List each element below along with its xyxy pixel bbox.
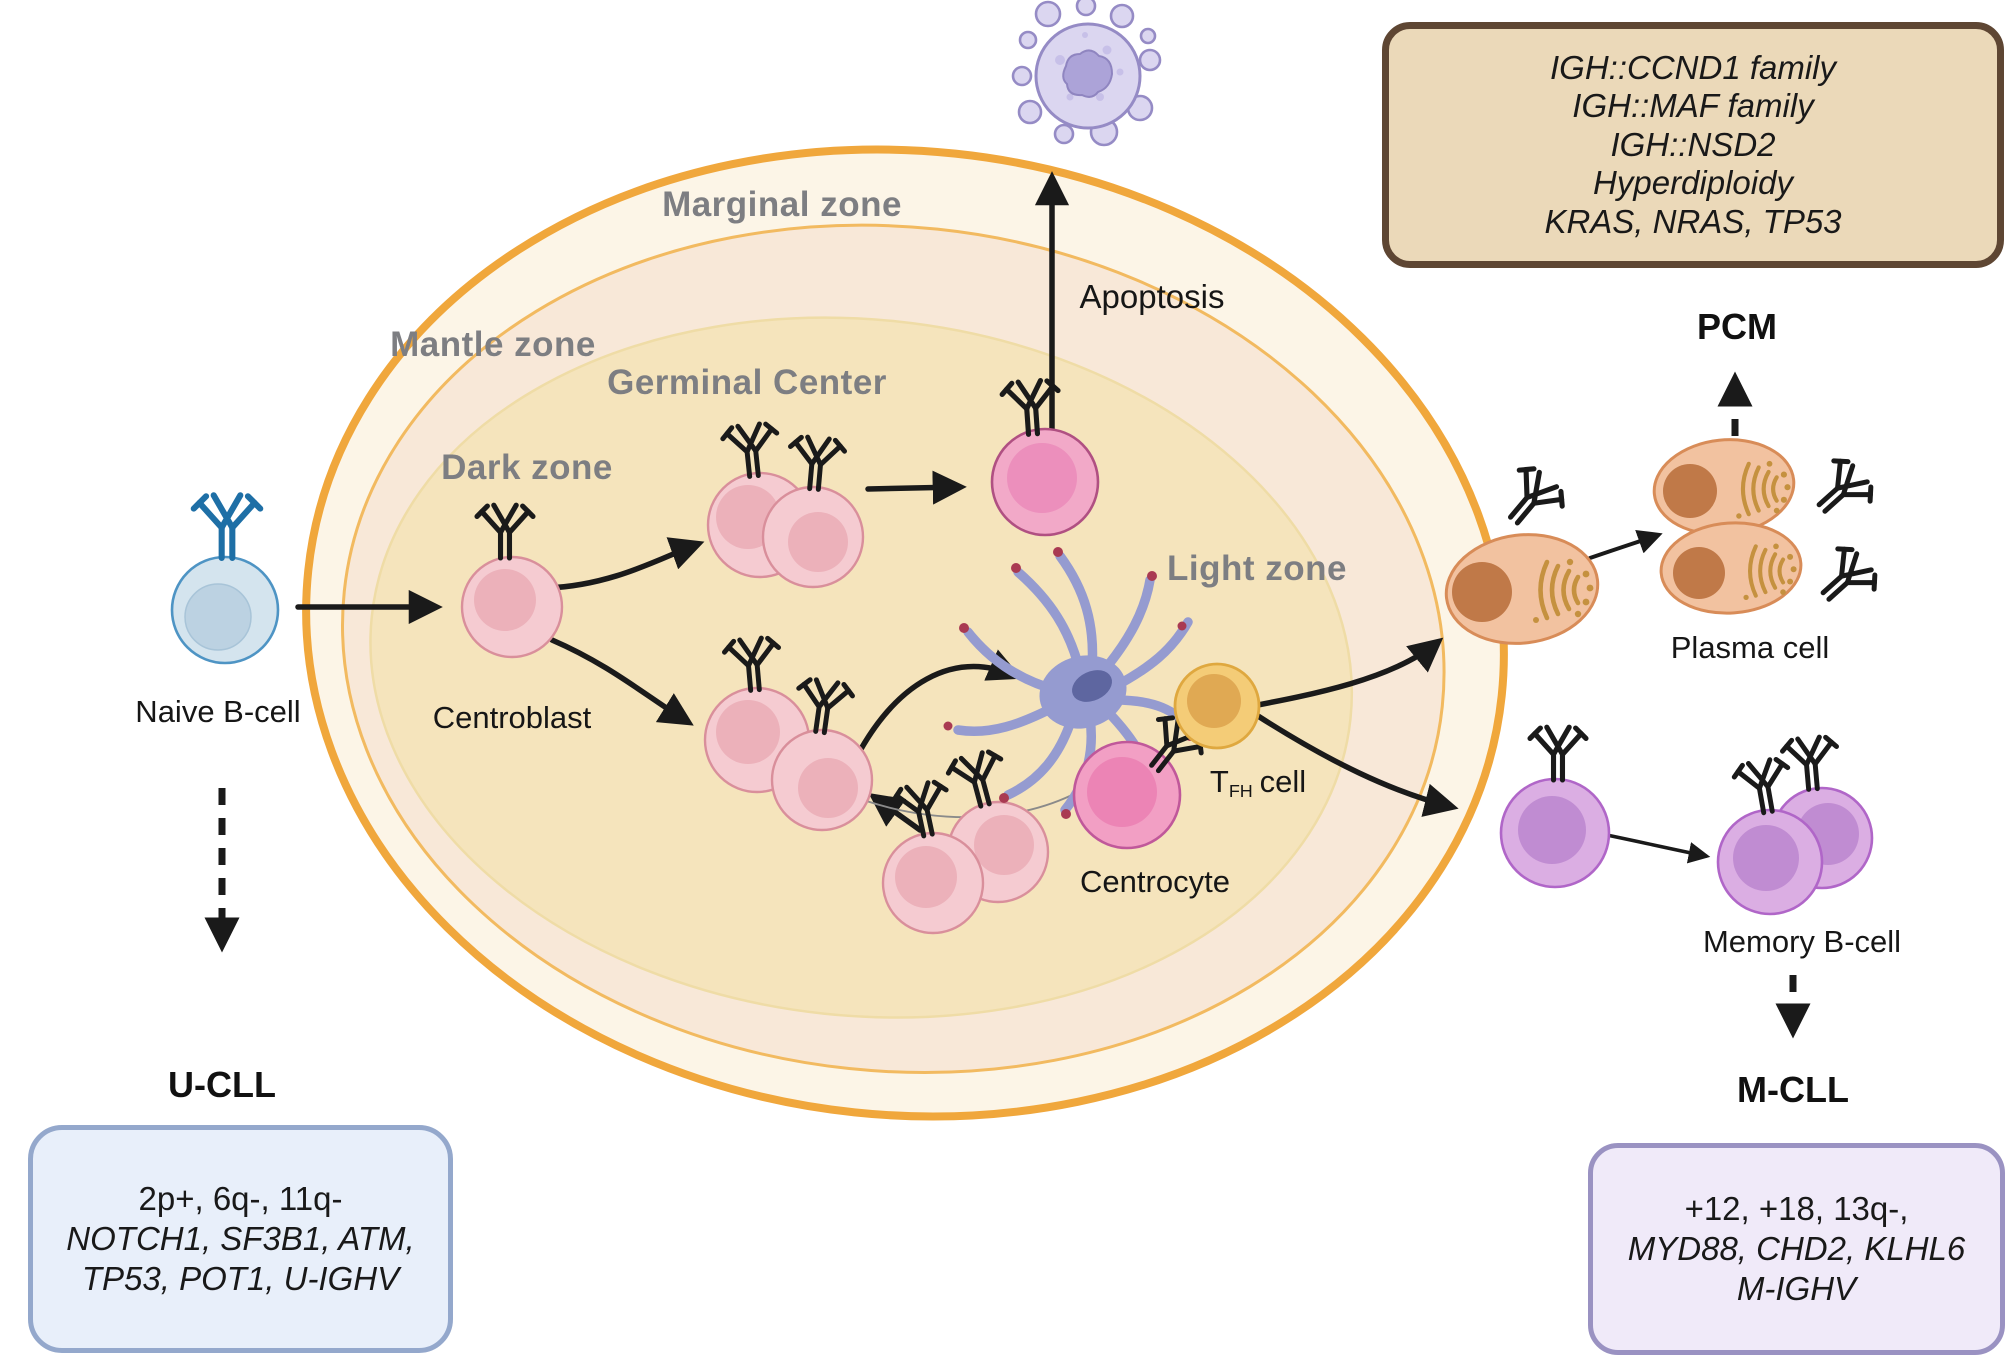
mutation-line: +12, +18, 13q-, <box>1684 1190 1909 1227</box>
tfh-cell <box>1173 662 1261 750</box>
arrow-plasmablast-to-plasma <box>1588 529 1663 560</box>
u-cll-mutations-box: 2p+, 6q-, 11q- NOTCH1, SF3B1, ATM, TP53,… <box>28 1125 453 1353</box>
fdc-nucleus <box>1072 670 1112 702</box>
arrow-recycle-pair <box>868 793 923 833</box>
naive-b-cell-label: Naive B-cell <box>135 694 301 729</box>
tfh-cell-label: TFH cell <box>1210 764 1306 802</box>
marginal-zone-label: Marginal zone <box>662 185 902 224</box>
centroblast-pair-lower <box>703 637 874 832</box>
plasma-cell-pair <box>1652 438 1882 618</box>
bcr-icon <box>194 495 261 558</box>
plasma-cell-label: Plasma cell <box>1670 630 1830 665</box>
apoptotic-nucleus <box>1062 49 1114 98</box>
tfh-label-sub: FH <box>1228 781 1253 802</box>
centrocyte-pair-bottom <box>881 749 1050 935</box>
memory-b-cell <box>1499 727 1611 889</box>
pcm-label: PCM <box>1697 306 1777 347</box>
mutation-line: NOTCH1, SF3B1, ATM, <box>66 1220 415 1257</box>
naive-b-cell <box>170 495 280 665</box>
arrow-pair-to-fdc <box>853 649 1023 761</box>
mantle-zone-label: Mantle zone <box>390 325 596 364</box>
light-zone-label: Light zone <box>1167 549 1347 588</box>
memory-b-cell-pair <box>1716 736 1874 916</box>
tfh-label-t: T <box>1209 763 1229 799</box>
mutation-line: IGH::CCND1 family <box>1549 48 1837 86</box>
arrow-centroblast-to-lower-pair <box>549 637 694 726</box>
arrow-tfh-to-memory <box>1255 713 1459 817</box>
apoptosis-label: Apoptosis <box>1079 278 1225 315</box>
arrow-pair-to-selected-centrocyte <box>865 470 967 505</box>
centroblast-cell <box>460 505 564 659</box>
m-cll-label: M-CLL <box>1737 1069 1849 1110</box>
antibody-icon <box>1493 462 1570 538</box>
mutation-line: M-IGHV <box>1736 1270 1857 1307</box>
antibody-icon <box>1782 736 1841 792</box>
apoptotic-cell <box>1011 0 1162 147</box>
memory-b-cell-label: Memory B-cell <box>1702 924 1902 959</box>
centrocyte-label: Centrocyte <box>1080 864 1230 899</box>
mutation-line: IGH::MAF family <box>1572 87 1814 125</box>
arrow-memory-to-pair <box>1600 832 1711 864</box>
mutation-line: 2p+, 6q-, 11q- <box>138 1180 343 1217</box>
antibody-icon <box>1808 542 1882 617</box>
arrow-centroblast-to-upper-pair <box>545 537 705 591</box>
arrow-tfh-to-plasmablast <box>1239 637 1444 711</box>
tfh-label-rest: cell <box>1259 763 1307 799</box>
centroblast-pair-upper <box>706 422 865 589</box>
u-cll-label: U-CLL <box>168 1064 276 1105</box>
centroblast-label: Centroblast <box>432 700 592 735</box>
fate-arrows-dashed <box>204 371 1811 1039</box>
plasmablast-cell <box>1444 462 1600 645</box>
antibody-icon <box>1530 727 1586 780</box>
centrocyte-cell <box>1072 711 1208 850</box>
mutation-line: IGH::NSD2 <box>1610 125 1776 163</box>
antibody-icon <box>1804 454 1878 529</box>
lymphoid-follicle <box>302 145 1508 1121</box>
selected-centrocyte-cell <box>990 379 1100 537</box>
mutation-line: KRAS, NRAS, TP53 <box>1544 202 1842 240</box>
m-cll-mutations-box: +12, +18, 13q-, MYD88, CHD2, KLHL6 M-IGH… <box>1588 1143 2005 1355</box>
mutation-line: Hyperdiploidy <box>1593 164 1793 202</box>
flow-arrows <box>295 171 1711 864</box>
dark-zone-label: Dark zone <box>441 448 613 487</box>
germinal-center-label: Germinal Center <box>607 363 887 402</box>
mutation-line: TP53, POT1, U-IGHV <box>81 1260 400 1297</box>
myeloma-mutations-box: IGH::CCND1 family IGH::MAF family IGH::N… <box>1382 22 2004 268</box>
mutation-line: MYD88, CHD2, KLHL6 <box>1627 1230 1966 1267</box>
